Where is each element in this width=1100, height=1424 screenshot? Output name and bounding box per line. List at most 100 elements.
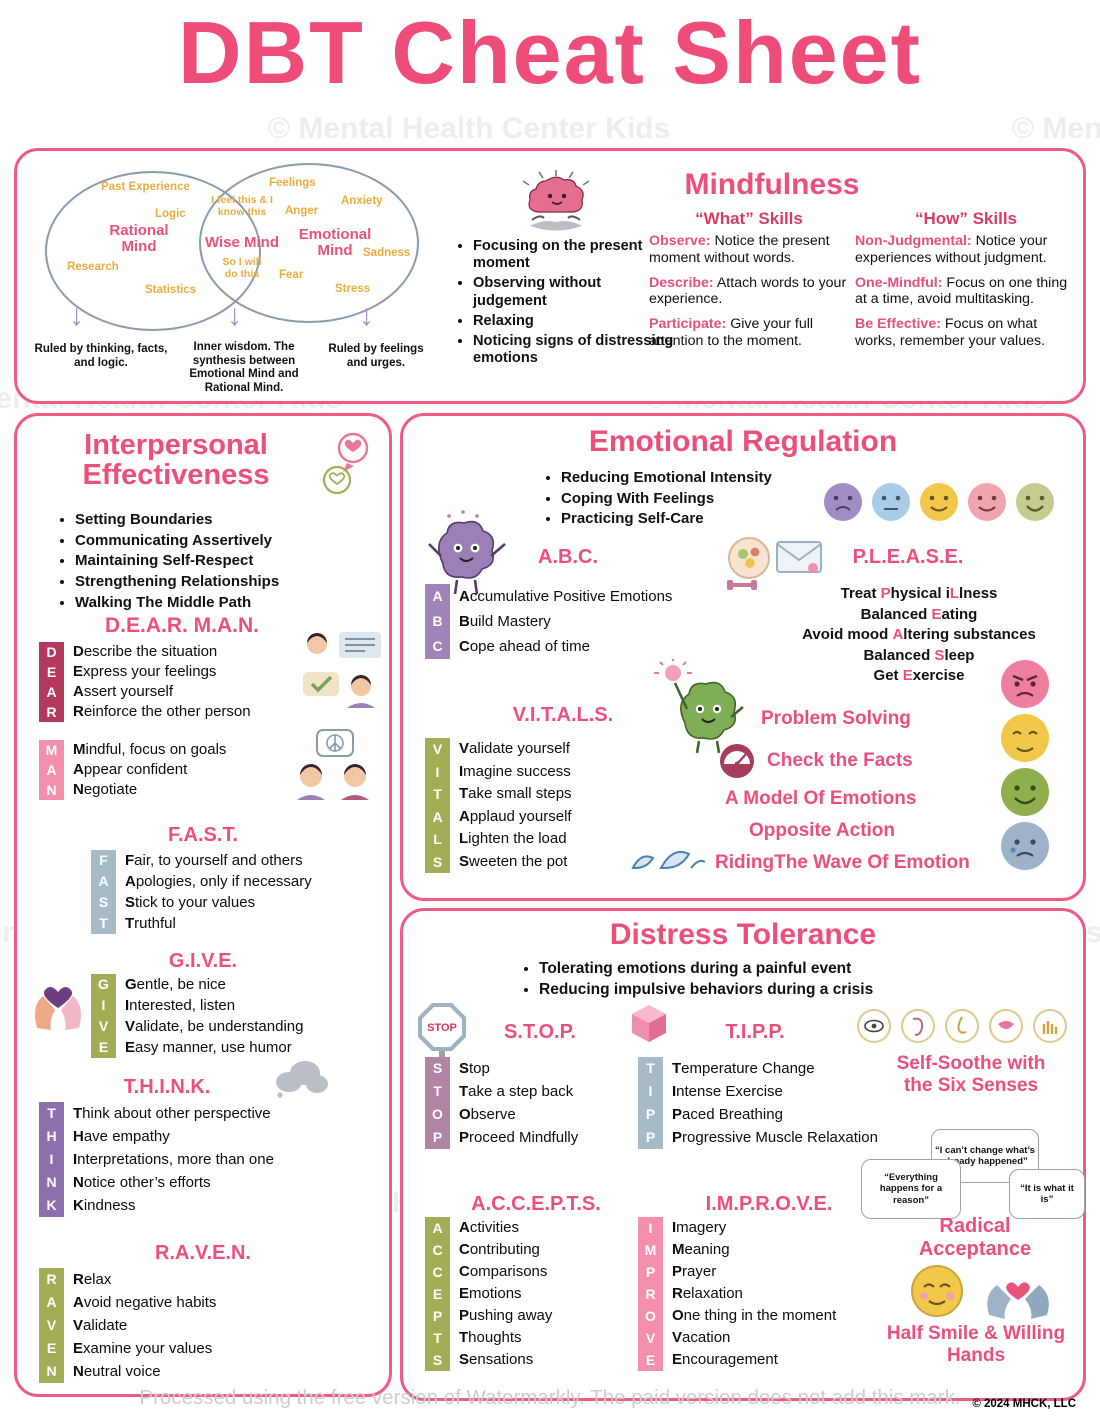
acronym-line: Encouragement bbox=[672, 1351, 778, 1368]
raven-acronym-block: R Relax A Avoid negative habits V Valida… bbox=[39, 1268, 216, 1383]
wave-icon bbox=[631, 850, 706, 869]
acronym-letter: A bbox=[425, 805, 450, 828]
please-list: Treat Physical iLlness Balanced Eating A… bbox=[759, 584, 1079, 687]
skill-item: Be Effective: Focus on what works, remem… bbox=[855, 316, 1046, 349]
acronym-letter: O bbox=[425, 1103, 450, 1126]
acronym-letter: O bbox=[638, 1305, 663, 1327]
acronym-line: Sensations bbox=[459, 1351, 534, 1368]
page-title: DBT Cheat Sheet bbox=[178, 3, 922, 102]
acronym-letter: E bbox=[638, 1349, 663, 1371]
acronym-letter: V bbox=[39, 1314, 64, 1337]
mindfulness-title: Mindfulness bbox=[684, 168, 860, 201]
wise-mind-caption: Inner wisdom. The synthesis between Emot… bbox=[189, 341, 299, 394]
strategy-check-the-facts: Check the Facts bbox=[767, 750, 913, 771]
acronym-line: Emotions bbox=[459, 1285, 522, 1302]
vitals-title: V.I.T.A.L.S. bbox=[512, 704, 614, 726]
gauge-icon bbox=[720, 744, 754, 778]
half-smile-face-icon bbox=[911, 1265, 963, 1317]
acronym-line: Appear confident bbox=[73, 761, 188, 778]
acronym-letter: T bbox=[425, 1080, 450, 1103]
bullet-item: Walking The Middle Path bbox=[75, 594, 375, 612]
acronym-line: Sweeten the pot bbox=[459, 852, 568, 870]
bullet-item: Focusing on the present moment bbox=[473, 238, 675, 272]
acronym-letter: A bbox=[425, 584, 450, 609]
abc-acronym-block: A Accumulative Positive Emotions B Build… bbox=[425, 584, 672, 659]
people-dialogue-icons bbox=[297, 729, 369, 800]
acronym-line: Think about other perspective bbox=[73, 1105, 271, 1122]
acronym-line: Take small steps bbox=[459, 785, 572, 802]
rational-mind-caption: Ruled by thinking, facts, and logic. bbox=[34, 343, 168, 369]
acronym-line: Accumulative Positive Emotions bbox=[459, 588, 673, 605]
accepts-title: A.C.C.E.P.T.S. bbox=[471, 1193, 601, 1215]
acronym-line: Interpretations, more than one bbox=[73, 1151, 274, 1168]
acronym-line: Progressive Muscle Relaxation bbox=[672, 1129, 878, 1146]
strategy-riding-the-wave: RidingThe Wave Of Emotion bbox=[715, 852, 970, 873]
bullet-item: Maintaining Self-Respect bbox=[75, 552, 375, 570]
distress-tolerance-title: Distress Tolerance bbox=[609, 918, 877, 951]
fast-title: F.A.S.T. bbox=[167, 824, 238, 846]
think-acronym-block: T Think about other perspective H Have e… bbox=[39, 1102, 274, 1217]
acronym-line: Take a step back bbox=[459, 1083, 574, 1100]
acronym-line: Reinforce the other person bbox=[73, 703, 251, 720]
venn-word: Statistics bbox=[145, 284, 197, 296]
acronym-letter: E bbox=[39, 1337, 64, 1360]
acronym-letter: P bbox=[638, 1103, 663, 1126]
acronym-letter: T bbox=[638, 1057, 663, 1080]
interpersonal-bullets: Setting BoundariesCommunicating Assertiv… bbox=[57, 508, 375, 614]
please-line: Treat Physical iLlness bbox=[840, 585, 998, 602]
acronym-line: Have empathy bbox=[73, 1128, 170, 1145]
hands-holding-heart-icon bbox=[35, 986, 81, 1030]
acronym-line: Validate bbox=[73, 1317, 128, 1334]
thought-cloud-icon bbox=[276, 1061, 328, 1098]
acronym-line: Mindful, focus on goals bbox=[73, 741, 227, 758]
acronym-letter: E bbox=[425, 1283, 450, 1305]
acronym-line: Proceed Mindfully bbox=[459, 1129, 579, 1146]
bullet-item: Relaxing bbox=[473, 313, 675, 330]
stop-sign-label: STOP bbox=[427, 1022, 457, 1034]
acronym-letter: E bbox=[91, 1037, 116, 1058]
acronym-letter: T bbox=[91, 913, 116, 934]
what-skills-list: Observe: Notice the present moment witho… bbox=[649, 233, 851, 358]
acronym-letter: R bbox=[39, 1268, 64, 1291]
acronym-line: Pushing away bbox=[459, 1307, 553, 1324]
skill-item: Non-Judgmental: Notice your experiences … bbox=[855, 233, 1048, 266]
emotional-regulation-title: Emotional Regulation bbox=[588, 425, 898, 458]
acronym-letter: N bbox=[39, 1360, 64, 1383]
acronym-line: Imagine success bbox=[459, 762, 571, 780]
acronym-line: Avoid negative habits bbox=[73, 1294, 217, 1311]
bullet-item: Tolerating emotions during a painful eve… bbox=[539, 960, 1009, 978]
acronym-line: Stop bbox=[459, 1060, 490, 1077]
acronym-line: Express your feelings bbox=[73, 663, 217, 680]
acronym-letter: I bbox=[39, 1148, 64, 1171]
happy-brain-character-icon bbox=[428, 510, 506, 595]
acronym-letter: V bbox=[425, 738, 450, 761]
acronym-letter: K bbox=[39, 1194, 64, 1217]
acronym-letter: A bbox=[425, 1217, 450, 1239]
how-skills-list: Non-Judgmental: Notice your experiences … bbox=[855, 233, 1079, 358]
mindfulness-bullets: Focusing on the present momentObserving … bbox=[455, 235, 675, 371]
stop-title: S.T.O.P. bbox=[504, 1021, 576, 1043]
emotion-characters-icons bbox=[1001, 660, 1049, 870]
acronym-letter: I bbox=[638, 1217, 663, 1239]
acronym-letter: C bbox=[425, 1261, 450, 1283]
acronym-line: Prayer bbox=[672, 1263, 717, 1280]
acronym-letter: S bbox=[425, 850, 450, 873]
acronym-line: Neutral voice bbox=[73, 1363, 161, 1380]
fast-acronym-block: F Fair, to yourself and others A Apologi… bbox=[91, 850, 312, 934]
venn-word: Anger bbox=[285, 205, 319, 217]
skill-item: Observe: Notice the present moment witho… bbox=[649, 233, 830, 266]
acronym-line: Validate, be understanding bbox=[125, 1018, 304, 1035]
acronym-line: Stick to your values bbox=[125, 894, 256, 911]
improve-title: I.M.P.R.O.V.E. bbox=[705, 1193, 833, 1215]
venn-word: Anxiety bbox=[341, 195, 383, 207]
think-title: T.H.I.N.K. bbox=[123, 1076, 211, 1098]
acronym-line: Truthful bbox=[125, 915, 176, 932]
acronym-letter: V bbox=[91, 1016, 116, 1037]
bullet-item: Strengthening Relationships bbox=[75, 573, 375, 591]
acronym-letter: A bbox=[39, 682, 64, 702]
wise-mind-bottom-text: So I will do this bbox=[222, 256, 262, 280]
what-skills-title: “What” Skills bbox=[695, 209, 803, 228]
acronym-line: One thing in the moment bbox=[672, 1307, 837, 1324]
half-smile-label: Half Smile & Willing Hands bbox=[886, 1323, 1066, 1366]
acronym-letter: C bbox=[425, 634, 450, 659]
